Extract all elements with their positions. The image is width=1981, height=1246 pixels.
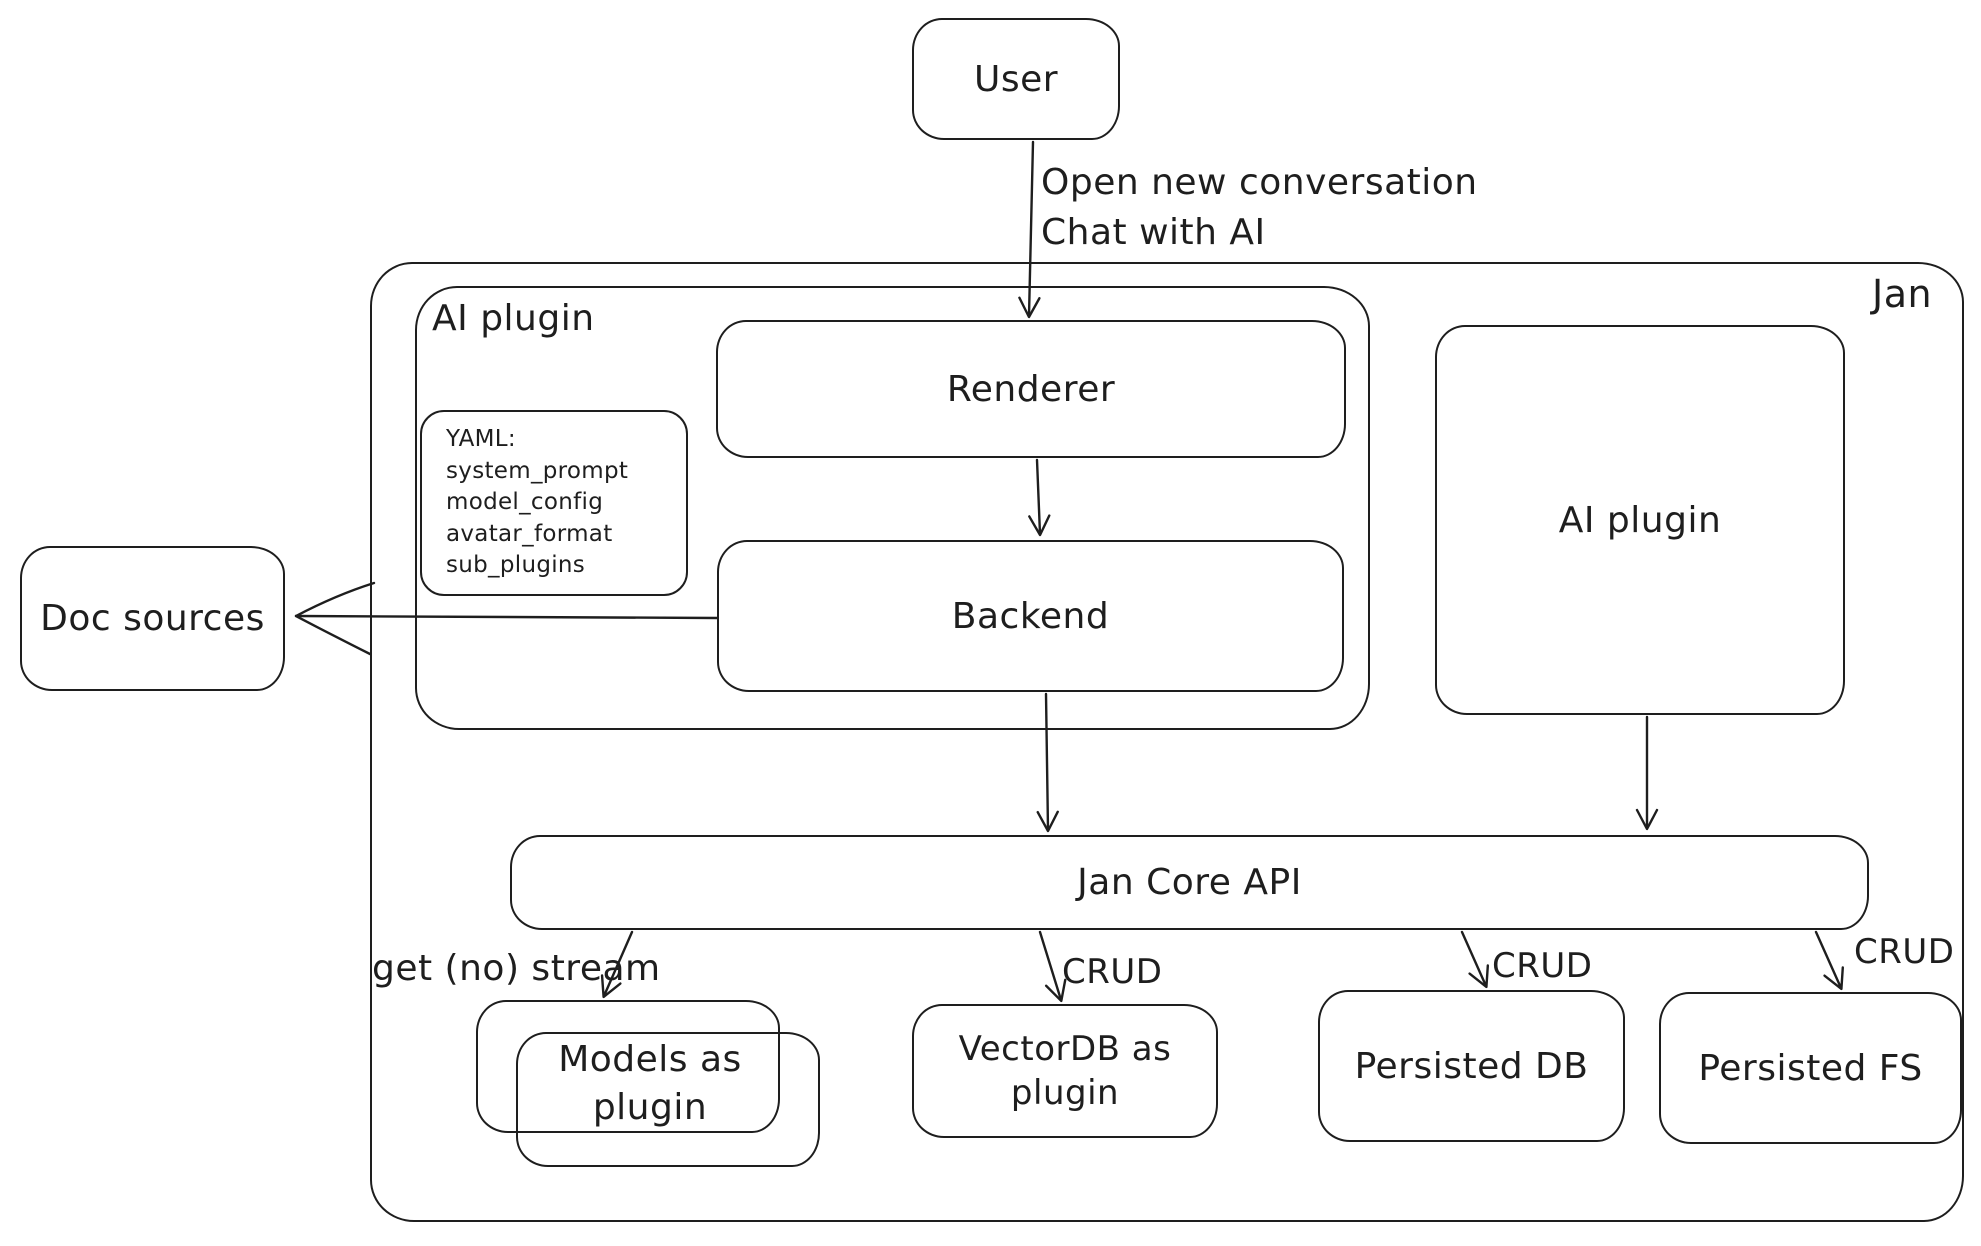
edge-label-open-new-conversation: Open new conversation	[1041, 162, 1478, 203]
ai-plugin-group-box	[415, 286, 1370, 730]
models-node-front-box	[516, 1032, 820, 1167]
edge-label-get-no-stream: get (no) stream	[372, 948, 661, 989]
arrowhead-doc-sources	[294, 581, 376, 656]
vectordb-node-label-line1: VectorDB as	[958, 1029, 1172, 1069]
doc-sources-node: Doc sources	[20, 546, 285, 691]
yaml-note-line: YAML:	[446, 426, 516, 452]
jan-core-api-node: Jan Core API	[510, 835, 1869, 930]
vectordb-node-label-line2: plugin	[1010, 1073, 1120, 1113]
renderer-node-label: Renderer	[946, 368, 1116, 410]
jan-container-box	[370, 262, 1964, 1222]
renderer-node: Renderer	[716, 320, 1346, 458]
yaml-note-line: system_prompt	[446, 457, 629, 484]
backend-node-label: Backend	[951, 595, 1110, 637]
persisted-fs-node: Persisted FS	[1659, 992, 1962, 1144]
persisted-db-node: Persisted DB	[1318, 990, 1625, 1142]
jan-core-api-node-label: Jan Core API	[1077, 862, 1302, 903]
yaml-note-line: avatar_format	[446, 520, 613, 547]
edge-label-chat-with-ai: Chat with AI	[1041, 212, 1266, 253]
jan-container-label: Jan	[1872, 272, 1933, 316]
yaml-note-line: sub_plugins	[446, 552, 586, 578]
persisted-fs-node-label: Persisted FS	[1698, 1047, 1923, 1089]
ai-plugin-node-label: AI plugin	[1558, 499, 1722, 541]
yaml-note-line: model_config	[446, 489, 604, 515]
persisted-db-node-label: Persisted DB	[1354, 1045, 1589, 1087]
models-node-label-line2: plugin	[592, 1087, 708, 1128]
ai-plugin-group-label: AI plugin	[432, 298, 595, 339]
backend-node: Backend	[717, 540, 1344, 692]
models-node-label-line1: Models as	[558, 1039, 742, 1080]
doc-sources-node-label: Doc sources	[40, 598, 265, 639]
edge-label-crud-persisted-db: CRUD	[1492, 946, 1593, 986]
edge-label-user-to-renderer: Open new conversation Chat with AI	[1041, 158, 1478, 258]
models-node-label: Models as plugin	[490, 1036, 810, 1132]
ai-plugin-node: AI plugin	[1435, 325, 1845, 715]
yaml-note: YAML: system_prompt model_config avatar_…	[420, 410, 688, 596]
user-node-label: User	[973, 58, 1059, 100]
user-node: User	[912, 18, 1120, 140]
edge-label-crud-persisted-fs: CRUD	[1854, 932, 1955, 972]
edge-label-crud-vectordb: CRUD	[1062, 952, 1163, 992]
vectordb-node: VectorDB as plugin	[912, 1004, 1218, 1138]
models-node-back-box	[476, 1000, 780, 1133]
